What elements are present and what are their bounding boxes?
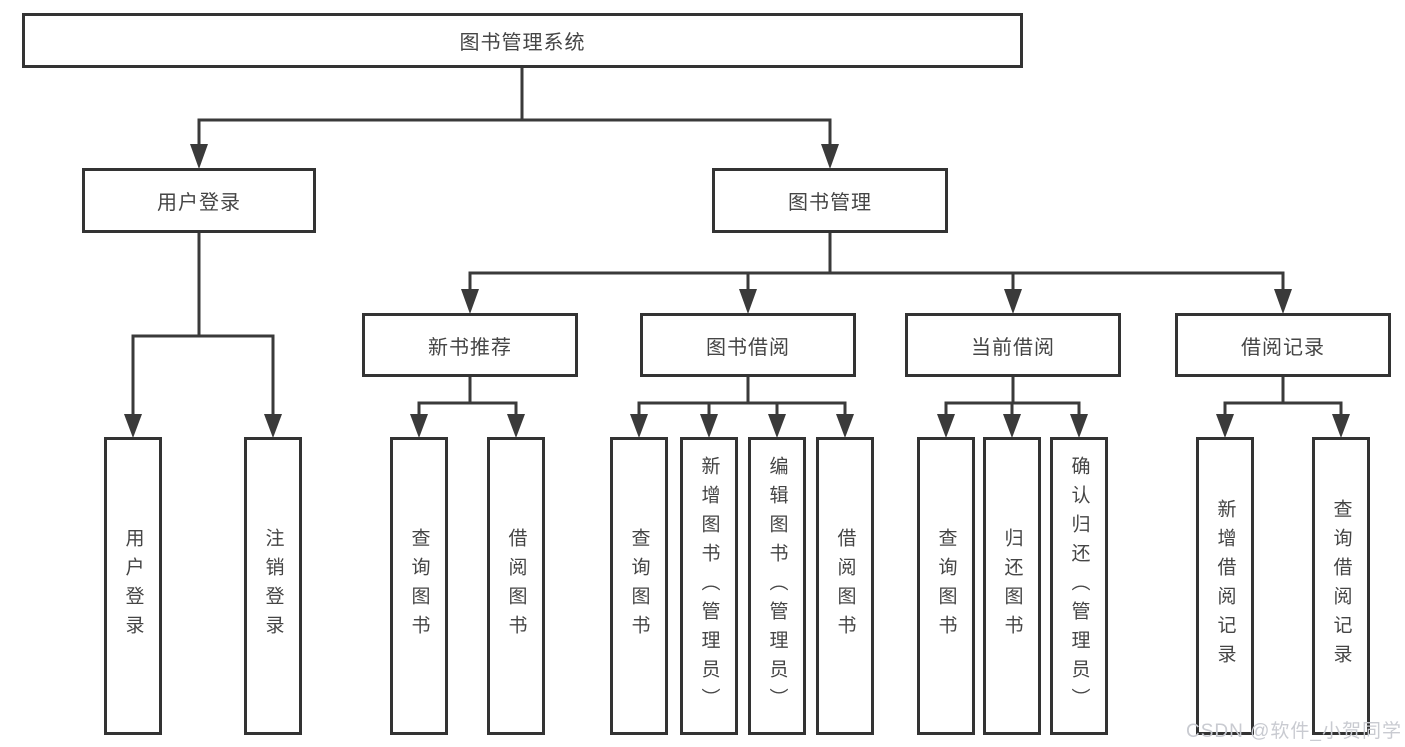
node-borrowing-records: 借阅记录: [1175, 313, 1391, 377]
leaf-confirm-return-admin-label: 确认归还（管理员）: [1068, 455, 1090, 717]
leaf-user-login: 用户登录: [104, 437, 162, 735]
leaf-query-books-current: 查询图书: [917, 437, 975, 735]
leaf-query-books-borrowing-label: 查询图书: [628, 528, 650, 644]
leaf-query-borrow-record: 查询借阅记录: [1312, 437, 1370, 735]
leaf-return-books: 归还图书: [983, 437, 1041, 735]
node-user-login: 用户登录: [82, 168, 316, 233]
leaf-add-books-admin-label: 新增图书（管理员）: [698, 455, 720, 717]
leaf-query-borrow-record-label: 查询借阅记录: [1330, 499, 1352, 673]
node-new-book-recommend-label: 新书推荐: [428, 336, 512, 359]
leaf-user-login-label: 用户登录: [122, 528, 144, 644]
leaf-add-borrow-record-label: 新增借阅记录: [1214, 499, 1236, 673]
leaf-query-books-borrowing: 查询图书: [610, 437, 668, 735]
leaf-confirm-return-admin: 确认归还（管理员）: [1050, 437, 1108, 735]
leaf-borrow-books-label: 借阅图书: [834, 528, 856, 644]
leaf-return-books-label: 归还图书: [1001, 528, 1023, 644]
leaf-borrow-books-recommend-label: 借阅图书: [505, 528, 527, 644]
node-new-book-recommend: 新书推荐: [362, 313, 578, 377]
node-book-borrowing-label: 图书借阅: [706, 336, 790, 359]
node-book-borrowing: 图书借阅: [640, 313, 856, 377]
leaf-add-books-admin: 新增图书（管理员）: [680, 437, 738, 735]
leaf-edit-books-admin-label: 编辑图书（管理员）: [766, 455, 788, 717]
leaf-edit-books-admin: 编辑图书（管理员）: [748, 437, 806, 735]
node-root-label: 图书管理系统: [459, 32, 586, 54]
leaf-query-books-recommend: 查询图书: [390, 437, 448, 735]
leaf-borrow-books: 借阅图书: [816, 437, 874, 735]
node-user-login-label: 用户登录: [157, 192, 241, 214]
node-book-management-label: 图书管理: [788, 192, 872, 214]
watermark: CSDN @软件_小贺同学: [1186, 721, 1402, 742]
node-borrowing-records-label: 借阅记录: [1241, 336, 1325, 359]
node-root: 图书管理系统: [22, 13, 1023, 68]
leaf-query-books-recommend-label: 查询图书: [408, 528, 430, 644]
node-current-borrowing: 当前借阅: [905, 313, 1121, 377]
node-current-borrowing-label: 当前借阅: [971, 336, 1055, 359]
node-book-management: 图书管理: [712, 168, 948, 233]
leaf-logout-label: 注销登录: [262, 528, 284, 644]
leaf-borrow-books-recommend: 借阅图书: [487, 437, 545, 735]
leaf-logout: 注销登录: [244, 437, 302, 735]
leaf-add-borrow-record: 新增借阅记录: [1196, 437, 1254, 735]
leaf-query-books-current-label: 查询图书: [935, 528, 957, 644]
